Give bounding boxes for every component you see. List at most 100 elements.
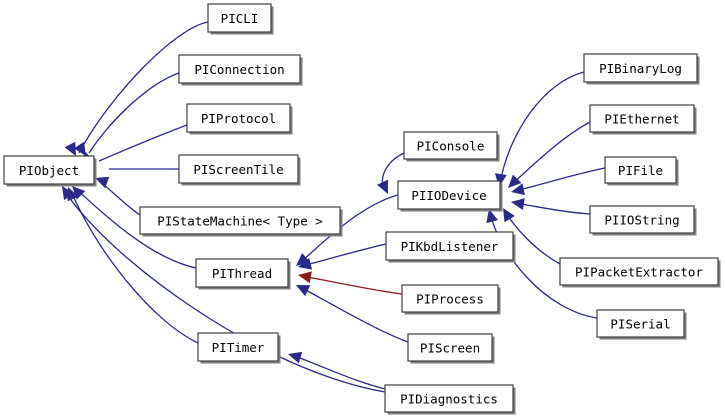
edge-line: [78, 21, 209, 154]
node-label: PIDiagnostics: [400, 392, 498, 407]
node-box[interactable]: [397, 180, 501, 210]
edge-piiostring-to-piiodevice: [511, 198, 591, 215]
edge-line: [514, 167, 606, 192]
node-label: PIObject: [19, 163, 79, 178]
node-label: PIEthernet: [604, 112, 679, 127]
class-node-piconnection[interactable]: PIConnection: [178, 54, 303, 86]
node-box[interactable]: [197, 332, 279, 362]
edge-pidiagnostics-to-pitimer: [288, 351, 386, 390]
class-node-piconsole[interactable]: PIConsole: [403, 131, 500, 162]
edge-piconsole-to-piiodevice: [377, 152, 405, 194]
node-label: PIIODevice: [411, 188, 486, 203]
node-box[interactable]: [186, 103, 291, 133]
class-node-piprotocol[interactable]: PIProtocol: [186, 103, 293, 135]
node-box[interactable]: [589, 104, 695, 133]
edge-line: [514, 202, 591, 215]
inheritance-arrowhead: [494, 173, 507, 187]
node-label: PIStateMachine< Type >: [157, 214, 323, 229]
class-node-piiostring[interactable]: PIIOString: [589, 205, 697, 236]
node-box[interactable]: [559, 257, 719, 286]
edge-line: [291, 354, 386, 390]
node-label: PISerial: [610, 317, 670, 332]
edge-piscreen-to-pithread: [296, 285, 409, 343]
node-box[interactable]: [178, 154, 299, 184]
edge-piserial-to-piiodevice: [486, 209, 598, 319]
node-label: PICLI: [221, 11, 259, 26]
class-node-piiodevice[interactable]: PIIODevice: [397, 180, 503, 212]
class-node-piobject[interactable]: PIObject: [3, 155, 97, 187]
node-box[interactable]: [407, 333, 493, 362]
node-label: PIFile: [618, 163, 663, 178]
class-node-piethernet[interactable]: PIEthernet: [589, 104, 697, 135]
edge-piprotocol-to-piobject: [80, 124, 188, 163]
edge-pikbdlistener-to-pithread: [298, 243, 387, 270]
inheritance-arrowhead: [288, 351, 303, 364]
inheritance-arrowhead: [511, 198, 525, 210]
node-box[interactable]: [195, 258, 289, 288]
node-label: PIKbdListener: [401, 239, 499, 254]
node-label: PIThread: [212, 266, 272, 281]
class-node-pipacketextractor[interactable]: PIPacketExtractor: [559, 257, 721, 288]
node-box[interactable]: [604, 156, 677, 184]
edge-piscreentile-to-piobject: [82, 163, 179, 175]
node-box[interactable]: [589, 205, 695, 234]
node-label: PIBinaryLog: [599, 61, 682, 76]
edge-line: [88, 72, 180, 154]
inheritance-arrowhead: [62, 186, 75, 201]
edge-pipacketextractor-to-piiodevice: [503, 208, 561, 265]
edge-pibinarylog-to-piiodevice: [494, 71, 585, 187]
class-node-piserial[interactable]: PISerial: [596, 309, 687, 340]
node-box[interactable]: [3, 155, 95, 185]
edge-line: [75, 188, 197, 269]
node-label: PIIOString: [604, 213, 679, 228]
inheritance-arrowhead: [95, 176, 110, 189]
node-box[interactable]: [384, 384, 514, 413]
inheritance-arrowhead: [486, 209, 498, 224]
node-label: PIScreenTile: [193, 162, 283, 177]
class-node-piscreen[interactable]: PIScreen: [407, 333, 495, 364]
node-box[interactable]: [583, 53, 698, 83]
inheritance-arrowhead: [503, 208, 515, 223]
class-node-pikbdlistener[interactable]: PIKbdListener: [385, 231, 516, 263]
node-box[interactable]: [178, 54, 301, 84]
edge-piethernet-to-piiodevice: [508, 121, 591, 188]
class-node-piprocess[interactable]: PIProcess: [401, 284, 501, 315]
edge-line: [63, 189, 386, 393]
class-node-pidiagnostics[interactable]: PIDiagnostics: [384, 384, 516, 415]
inheritance-arrowhead: [298, 271, 312, 284]
inheritance-arrowhead: [296, 285, 311, 297]
class-node-pibinarylog[interactable]: PIBinaryLog: [583, 53, 700, 85]
edge-line: [301, 275, 403, 295]
node-box[interactable]: [596, 309, 685, 338]
node-box[interactable]: [385, 231, 514, 261]
edge-piprocess-to-pithread: [298, 271, 403, 295]
edge-pidiagnostics-to-piobject: [62, 186, 386, 393]
edge-line: [299, 286, 409, 343]
class-node-pistatemachine[interactable]: PIStateMachine< Type >: [139, 206, 343, 237]
inheritance-arrowhead: [508, 174, 522, 188]
inheritance-arrowhead: [64, 141, 76, 156]
node-label: PIConsole: [417, 139, 485, 154]
node-label: PIScreen: [420, 341, 480, 356]
class-node-pifile[interactable]: PIFile: [604, 156, 679, 186]
node-label: PIProcess: [416, 292, 484, 307]
inheritance-arrowhead: [73, 141, 86, 156]
class-node-pitimer[interactable]: PITimer: [197, 332, 281, 364]
node-box[interactable]: [139, 206, 341, 235]
edge-picli-to-piobject: [64, 21, 209, 156]
node-box[interactable]: [401, 284, 499, 313]
edge-pistatemachine-to-piobject: [95, 176, 141, 216]
edge-line: [98, 124, 188, 162]
class-node-pithread[interactable]: PIThread: [195, 258, 291, 290]
class-node-piscreentile[interactable]: PIScreenTile: [178, 154, 301, 186]
node-box[interactable]: [403, 131, 498, 160]
edge-pifile-to-piiodevice: [511, 167, 606, 196]
node-label: PIPacketExtractor: [575, 265, 703, 280]
node-label: PIProtocol: [201, 111, 276, 126]
class-node-picli[interactable]: PICLI: [207, 3, 274, 35]
edge-line: [499, 71, 585, 184]
node-box[interactable]: [207, 3, 272, 33]
node-label: PIConnection: [194, 62, 284, 77]
